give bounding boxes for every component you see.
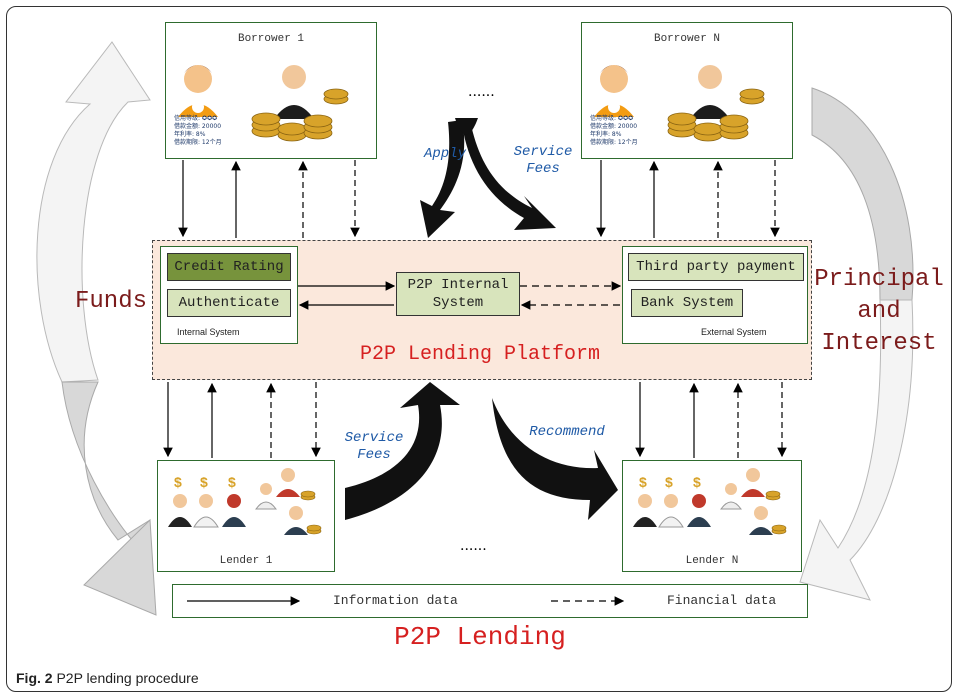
borrower-1-illustration	[178, 65, 349, 142]
svg-text:$: $	[639, 474, 647, 490]
borrowerN-connectors	[596, 160, 780, 238]
borrower-n-illustration	[594, 65, 765, 142]
borrower1-connectors	[178, 160, 360, 238]
ellipsis-top: ......	[468, 84, 495, 100]
apply-label: Apply	[423, 146, 466, 162]
svg-text:$: $	[200, 474, 208, 490]
recommend-label: Recommend	[529, 424, 605, 440]
lender-n-card: $ $ $ Lender N	[622, 460, 802, 572]
lender-1-card: $ $ $ Lender 1	[157, 460, 335, 572]
info-line: 年利率: 8%	[174, 131, 206, 138]
recommend-down-arrow	[492, 398, 618, 520]
info-line: 借款期限: 12个月	[590, 139, 638, 146]
credit-rating-box: Credit Rating	[167, 253, 291, 281]
p2p-internal-system-box: P2P Internal System	[396, 272, 520, 316]
borrower-n-info: 信用等级: ✪✪✪ 借款金额: 20000 年利率: 8% 借款期限: 12个月	[590, 115, 638, 147]
borrower-n-title: Borrower N	[653, 33, 720, 45]
principal-cycle-arrow	[799, 87, 914, 601]
lender-1-title: Lender 1	[219, 555, 273, 567]
legend: Information data Financial data	[172, 584, 808, 618]
lender1-connectors	[163, 382, 321, 458]
figure-caption: Fig. 2 P2P lending procedure	[16, 670, 199, 686]
funds-cycle-arrow	[36, 41, 157, 616]
platform-title: P2P Lending Platform	[359, 343, 601, 366]
principal-interest-label: Principal and Interest	[814, 266, 944, 357]
internal-system-caption: Internal System	[177, 327, 240, 337]
lender-n-illustration: $ $ $	[633, 468, 787, 535]
internal-system-group: Credit Rating Authenticate Internal Syst…	[160, 246, 298, 344]
caption-fig: Fig. 2	[16, 670, 53, 686]
info-line: 借款期限: 12个月	[174, 139, 222, 146]
info-line: 信用等级: ✪✪✪	[590, 115, 634, 122]
figure-frame	[6, 6, 952, 692]
info-line: 年利率: 8%	[590, 131, 622, 138]
svg-text:$: $	[174, 474, 182, 490]
borrower-1-info: 信用等级: ✪✪✪ 借款金额: 20000 年利率: 8% 借款期限: 12个月	[174, 115, 222, 147]
ellipsis-bottom: ......	[460, 538, 487, 554]
service-fees-up-arrow	[345, 382, 460, 520]
info-line: 借款金额: 20000	[590, 123, 638, 130]
legend-dashed-label: Financial data	[667, 593, 777, 608]
svg-text:$: $	[228, 474, 236, 490]
third-party-payment-box: Third party payment	[628, 253, 804, 281]
borrower-1-card: Borrower 1 信用等级: ✪✪✪ 借款金额: 20000 年利率: 8%…	[165, 22, 377, 159]
legend-solid-label: Information data	[333, 593, 458, 608]
lender-n-title: Lender N	[685, 555, 739, 567]
service-fees-top-label: Service Fees	[513, 144, 573, 177]
legend-lines	[187, 596, 625, 606]
funds-label: Funds	[74, 288, 147, 315]
borrower-1-title: Borrower 1	[237, 33, 304, 45]
svg-text:$: $	[665, 474, 673, 490]
external-system-caption: External System	[701, 327, 767, 337]
external-system-group: Third party payment Bank System External…	[622, 246, 808, 344]
apply-fees-arrow	[420, 118, 556, 238]
lender-1-illustration: $ $ $	[168, 468, 322, 535]
main-title: P2P Lending	[394, 622, 566, 652]
info-line: 信用等级: ✪✪✪	[174, 115, 218, 122]
authenticate-box: Authenticate	[167, 289, 291, 317]
bank-system-box: Bank System	[631, 289, 743, 317]
service-fees-bottom-label: Service Fees	[344, 430, 404, 463]
svg-text:$: $	[693, 474, 701, 490]
borrower-n-card: Borrower N 信用等级: ✪✪✪ 借款金额: 20000 年利率: 8%…	[581, 22, 793, 159]
info-line: 借款金额: 20000	[174, 123, 222, 130]
caption-text: P2P lending procedure	[56, 670, 199, 686]
lenderN-connectors	[635, 382, 787, 458]
